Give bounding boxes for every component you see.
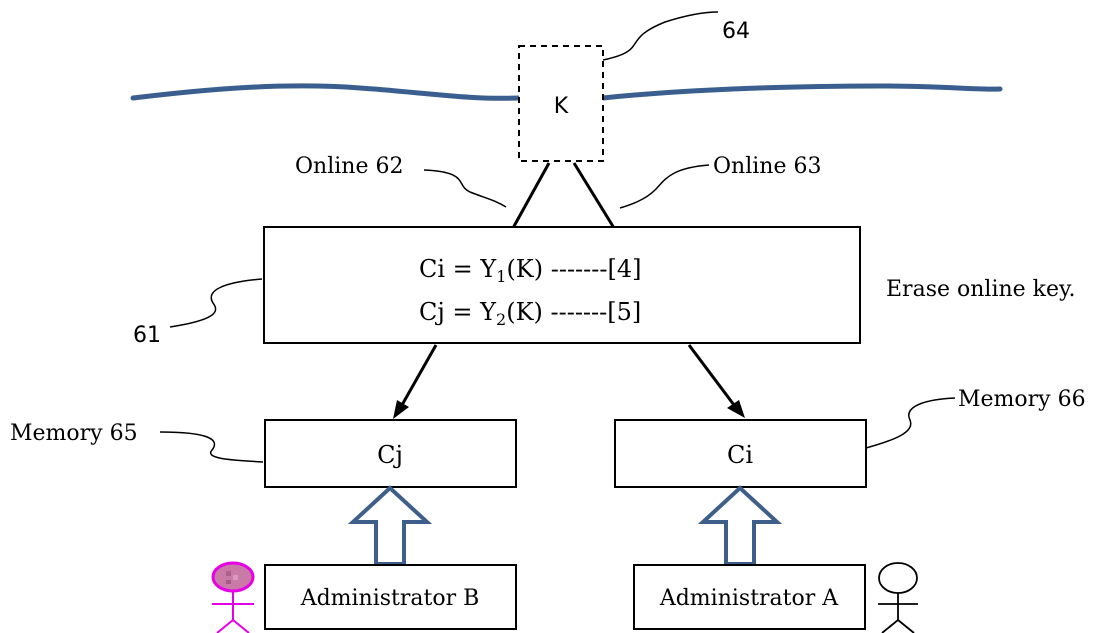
upload-arrow-right <box>697 485 783 566</box>
admin-right-label: Administrator A <box>659 586 839 611</box>
network-line-right <box>600 83 1003 101</box>
arrowhead-memory-right <box>727 400 745 418</box>
online-link-right <box>572 162 616 229</box>
online-left-label: Online 62 <box>295 154 403 179</box>
equation-ci: Ci = Y1(K) -------[4] <box>419 255 641 286</box>
key-label: K <box>554 94 569 119</box>
arrowhead-memory-left <box>393 400 409 419</box>
memory-left-leader <box>159 431 264 463</box>
network-line-left <box>130 83 521 101</box>
memory-left-label: Memory 65 <box>10 421 138 446</box>
equation-ci-sub: 1 <box>496 267 506 286</box>
admin-box-right <box>633 564 866 630</box>
admin-box-left <box>264 564 517 630</box>
processor-ref-label: 61 <box>133 323 161 348</box>
online-right-leader <box>619 164 710 209</box>
equation-cj: Cj = Y2(K) -------[5] <box>419 298 641 329</box>
memory-box-left <box>264 419 517 488</box>
memory-right-leader <box>865 397 956 449</box>
memory-box-right <box>614 419 867 488</box>
admin-b-figure-icon <box>211 561 255 633</box>
equation-cj-rhs: (K) -------[5] <box>506 298 641 326</box>
memory-right-label: Memory 66 <box>958 387 1086 412</box>
arrow-to-memory-right <box>687 344 736 406</box>
admin-a-figure-icon <box>878 562 918 633</box>
memory-right-value: Ci <box>727 441 753 469</box>
equation-ci-rhs: (K) -------[4] <box>506 255 641 283</box>
equation-ci-lhs: Ci = Y <box>419 255 497 283</box>
equation-cj-lhs: Cj = Y <box>419 298 497 326</box>
memory-left-value: Cj <box>377 441 403 469</box>
online-left-leader <box>423 169 507 208</box>
processor-box <box>263 226 861 344</box>
key-ref-leader <box>602 11 719 61</box>
key-ref-label: 64 <box>722 19 750 44</box>
upload-arrow-left <box>347 485 433 566</box>
online-link-left <box>511 162 551 229</box>
admin-left-label: Administrator B <box>300 586 480 611</box>
online-right-label: Online 63 <box>713 154 821 179</box>
arrow-to-memory-left <box>400 344 438 406</box>
equation-cj-sub: 2 <box>496 310 506 329</box>
erase-note: Erase online key. <box>886 277 1076 302</box>
key-box <box>518 45 604 162</box>
processor-ref-leader <box>169 278 263 328</box>
